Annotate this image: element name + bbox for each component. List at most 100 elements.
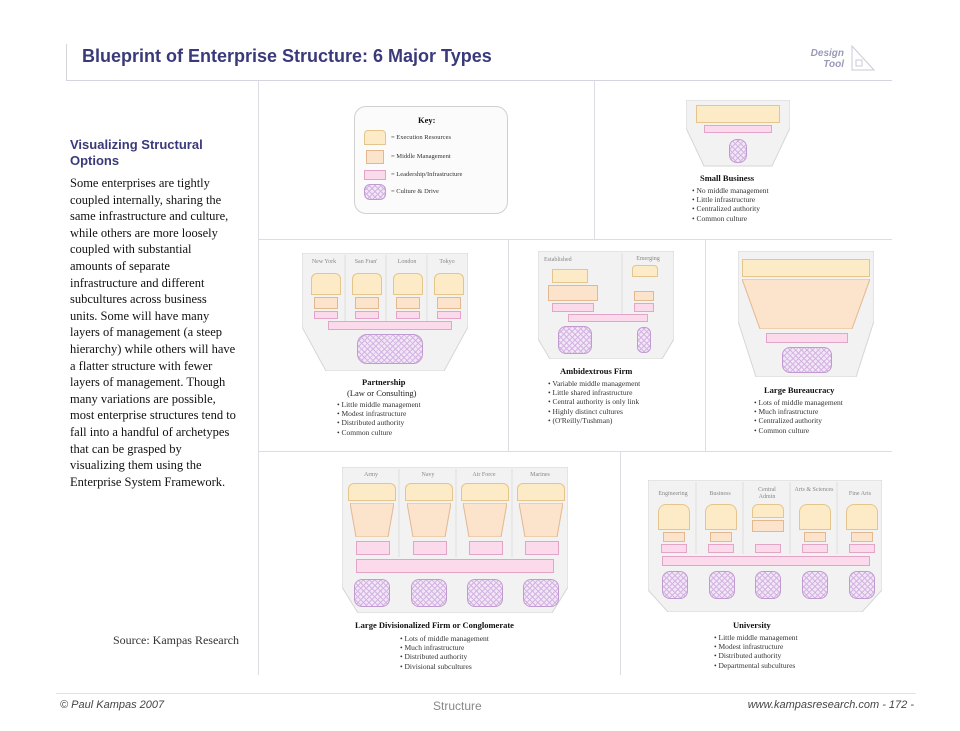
- university-leadership-1: [661, 544, 687, 553]
- university-col-label-5: Fine Arts: [848, 491, 872, 497]
- header-top-rule: [66, 80, 892, 81]
- divisional-col-label-2: Navy: [421, 472, 435, 478]
- divisional-bullet-3: • Distributed authority: [400, 652, 468, 662]
- divisional-leadership-1: [356, 541, 390, 555]
- legend-swatch-culture: [364, 184, 386, 200]
- ambidextrous-col-label-2: Emerging: [636, 256, 660, 262]
- footer-section: Structure: [433, 699, 482, 713]
- ambidextrous-col-label-1: Established: [544, 257, 572, 263]
- partnership-execution-2: [352, 273, 382, 295]
- divisional-culture-1: [354, 579, 390, 607]
- bureaucracy-title: Large Bureaucracy: [764, 385, 835, 395]
- university-middle-3: [752, 520, 784, 532]
- diagram-ambidextrous: Established Emerging: [538, 251, 674, 359]
- footer-page: www.kampasresearch.com - 172 -: [747, 699, 914, 711]
- partnership-col-label-4: Tokyo: [439, 259, 455, 265]
- design-tool-badge-line2: Tool: [823, 59, 844, 70]
- bureaucracy-bullet-2: • Much infrastructure: [754, 407, 819, 417]
- source-credit: Source: Kampas Research: [113, 633, 239, 647]
- university-col-label-2: Business: [709, 491, 731, 497]
- diagram-divisional: Army Navy Air Force Marines: [342, 467, 568, 613]
- diagram-small-business: [686, 100, 790, 170]
- partnership-leadership-1: [314, 311, 338, 319]
- design-tool-badge: Design Tool: [811, 48, 844, 70]
- bureaucracy-execution: [742, 259, 870, 277]
- university-middle-1: [663, 532, 685, 542]
- ambidextrous-leadership-2: [634, 303, 654, 312]
- grid-row1-rule: [258, 239, 892, 240]
- divisional-shared-leadership: [356, 559, 554, 573]
- legend-label-leadership: = Leadership/Infrastructure: [391, 171, 463, 178]
- partnership-leadership-2: [355, 311, 379, 319]
- header-left-rule: [66, 44, 67, 80]
- divisional-col-label-3: Air Force: [472, 472, 496, 478]
- partnership-leadership-3: [396, 311, 420, 319]
- university-col-label-4: Arts & Sciences: [794, 487, 834, 493]
- small-business-bullets: • No middle management • Little infrastr…: [692, 186, 769, 223]
- ambidextrous-culture-2: [637, 327, 651, 353]
- partnership-bullet-2: • Modest infrastructure: [337, 409, 407, 419]
- grid-divider-top: [594, 81, 595, 239]
- divisional-leadership-3: [469, 541, 503, 555]
- divisional-middle-3: [463, 503, 507, 537]
- design-tool-icon: [851, 44, 876, 71]
- university-culture-3: [755, 571, 781, 599]
- university-bullets: • Little middle management • Modest infr…: [714, 633, 798, 670]
- partnership-middle-3: [396, 297, 420, 309]
- footer-rule: [56, 693, 916, 694]
- partnership-execution-1: [311, 273, 341, 295]
- ambidextrous-shared-leadership: [568, 314, 648, 322]
- footer-copyright: © Paul Kampas 2007: [60, 699, 165, 711]
- university-col-label-1: Engineering: [658, 491, 688, 497]
- university-bullet-2: • Modest infrastructure: [714, 642, 784, 652]
- bureaucracy-culture: [782, 347, 832, 373]
- university-middle-4: [804, 532, 826, 542]
- divisional-bullet-2: • Much infrastructure: [400, 643, 465, 653]
- small-business-bullet-3: • Centralized authority: [692, 204, 761, 214]
- legend-swatch-middle: [366, 150, 384, 164]
- legend-label-culture: = Culture & Drive: [391, 188, 439, 195]
- divisional-middle-4: [519, 503, 563, 537]
- ambidextrous-bullet-1: • Variable middle management: [548, 379, 641, 388]
- ambidextrous-bullets: • Variable middle management • Little sh…: [548, 379, 640, 425]
- small-business-bullet-2: • Little infrastructure: [692, 195, 756, 205]
- ambidextrous-leadership-1: [552, 303, 594, 312]
- bureaucracy-middle: [742, 279, 870, 329]
- partnership-shell: [302, 253, 468, 371]
- page-title: Blueprint of Enterprise Structure: 6 Maj…: [82, 46, 492, 66]
- design-tool-badge-line1: Design: [810, 48, 844, 59]
- divisional-col-label-1: Army: [364, 472, 378, 478]
- divisional-bullet-1: • Lots of middle management: [400, 634, 489, 643]
- bureaucracy-leadership: [766, 333, 848, 343]
- ambidextrous-title: Ambidextrous Firm: [560, 366, 633, 376]
- small-business-execution: [696, 105, 780, 123]
- divisional-execution-1: [348, 483, 396, 501]
- grid-row2-rule: [258, 451, 892, 452]
- ambidextrous-culture-1: [558, 326, 592, 354]
- university-culture-5: [849, 571, 875, 599]
- university-culture-2: [709, 571, 735, 599]
- small-business-bullet-1: • No middle management: [692, 186, 769, 195]
- partnership-bullet-4: • Common culture: [337, 427, 393, 437]
- partnership-shared-leadership: [328, 321, 452, 330]
- partnership-subtitle: (Law or Consulting): [347, 388, 417, 398]
- university-execution-3: [752, 504, 784, 518]
- divisional-execution-3: [461, 483, 509, 501]
- grid-divider-mid1: [508, 239, 509, 451]
- partnership-execution-3: [393, 273, 423, 295]
- sidebar-body: Some enterprises are tightly coupled int…: [70, 176, 236, 489]
- legend-label-middle: = Middle Management: [391, 153, 451, 160]
- ambidextrous-execution-2: [632, 265, 658, 277]
- diagram-university: Engineering Business Central Admin Arts …: [648, 480, 882, 612]
- small-business-culture: [729, 139, 747, 163]
- university-leadership-3: [755, 544, 781, 553]
- ambidextrous-middle-2: [634, 291, 654, 301]
- partnership-middle-2: [355, 297, 379, 309]
- partnership-middle-4: [437, 297, 461, 309]
- university-execution-4: [799, 504, 831, 530]
- divisional-execution-4: [517, 483, 565, 501]
- legend-swatch-leadership: [364, 170, 386, 180]
- university-culture-1: [662, 571, 688, 599]
- partnership-bullet-1: • Little middle management: [337, 400, 421, 409]
- ambidextrous-middle-1: [548, 285, 598, 301]
